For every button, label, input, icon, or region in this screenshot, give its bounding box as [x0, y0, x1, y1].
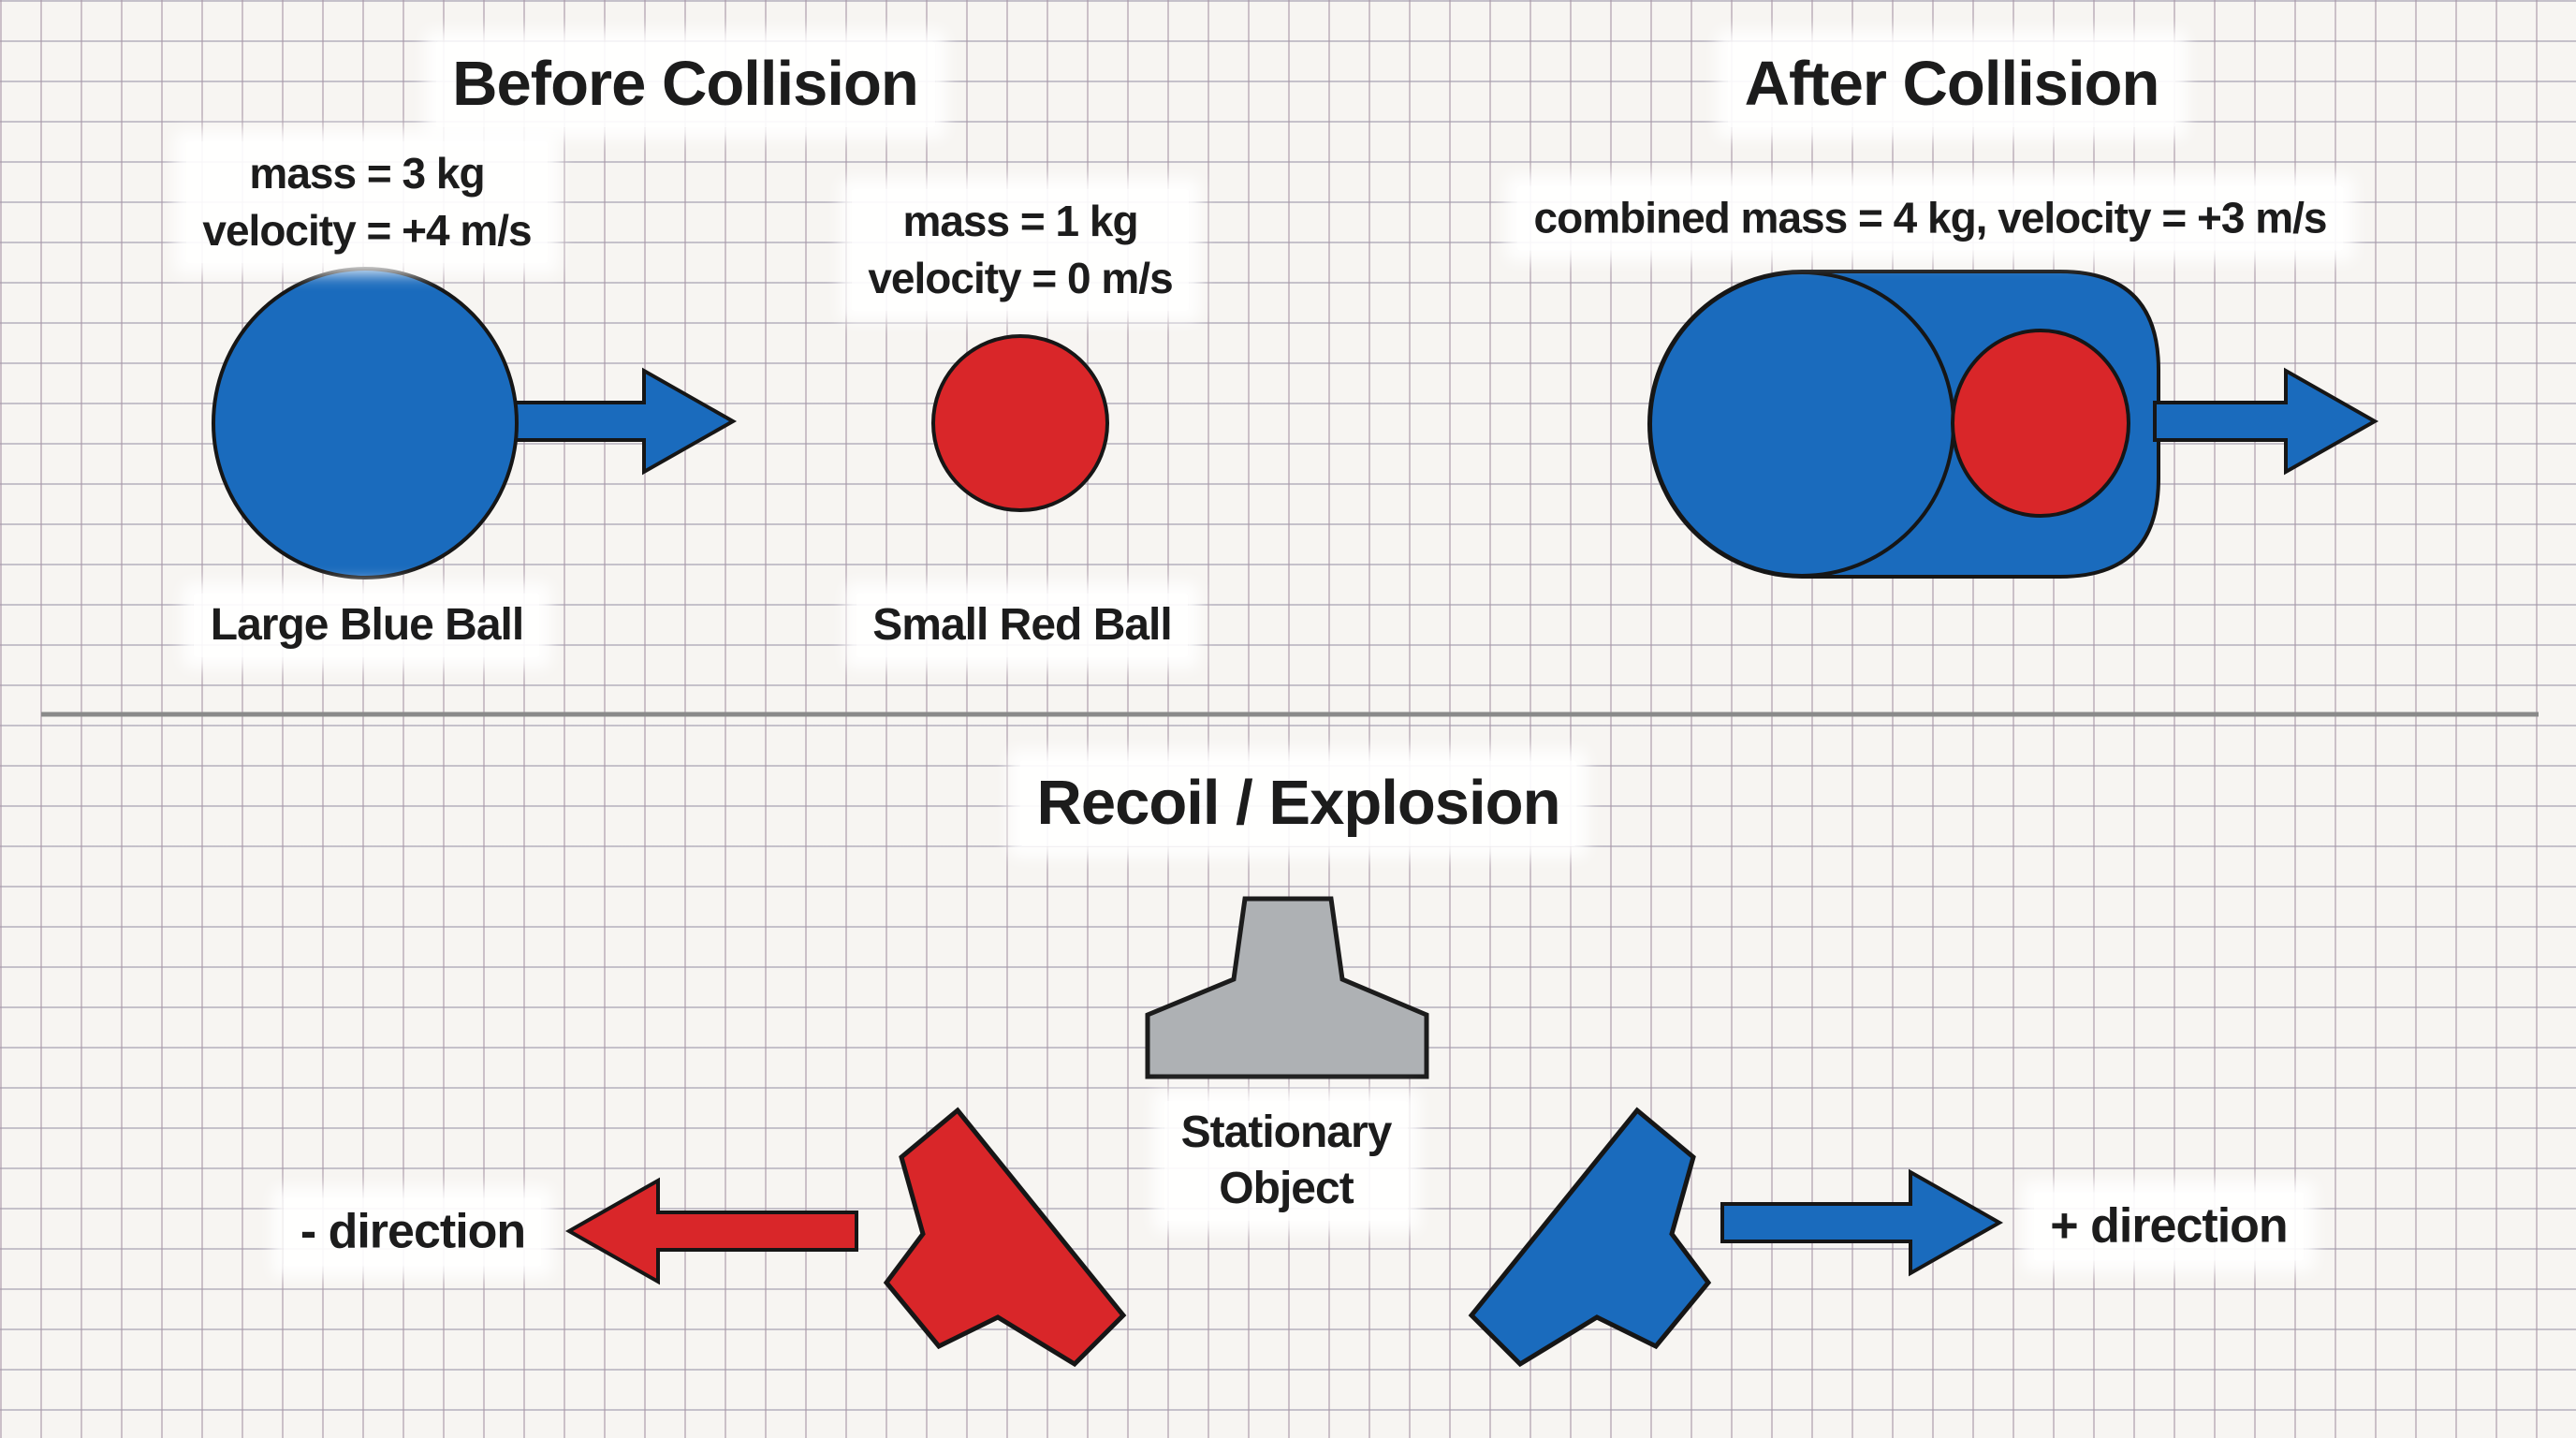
positive-direction-label: + direction [2033, 1192, 2305, 1261]
red-ball-velocity: velocity = 0 m/s [868, 254, 1173, 302]
blue-ball-mass: mass = 3 kg [249, 149, 485, 198]
combined-blue-ball-outline [1648, 271, 1955, 578]
blue-ball-velocity: velocity = +4 m/s [202, 206, 532, 255]
red-fragment [883, 1107, 1127, 1368]
blue-ball-stats: mass = 3 kg velocity = +4 m/s [185, 141, 549, 263]
stationary-object-label-line2: Object [1219, 1164, 1354, 1213]
red-ball-mass: mass = 1 kg [902, 197, 1138, 245]
red-ball-stats: mass = 1 kg velocity = 0 m/s [851, 189, 1190, 311]
small-red-ball-label: Small Red Ball [856, 594, 1189, 657]
recoil-explosion-title: Recoil / Explosion [1019, 760, 1577, 846]
before-collision-title: Before Collision [435, 41, 935, 127]
stationary-object-label-line1: Stationary [1180, 1108, 1393, 1157]
velocity-arrow-before [504, 367, 738, 476]
stationary-object [1145, 896, 1429, 1079]
blue-fragment [1468, 1107, 1712, 1368]
velocity-arrow-after [2153, 367, 2379, 476]
recoil-arrow-left [564, 1177, 858, 1285]
stationary-object-label: Stationary Object [1164, 1101, 1409, 1221]
large-blue-ball-label: Large Blue Ball [193, 594, 541, 657]
recoil-arrow-right [1720, 1168, 2004, 1277]
after-collision-title: After Collision [1727, 41, 2176, 127]
small-red-ball [931, 334, 1109, 512]
negative-direction-label: - direction [283, 1197, 543, 1267]
combined-red-ball [1951, 329, 2130, 518]
large-blue-ball [212, 267, 519, 580]
combined-mass-stats: combined mass = 4 kg, velocity = +3 m/s [1516, 185, 2344, 251]
